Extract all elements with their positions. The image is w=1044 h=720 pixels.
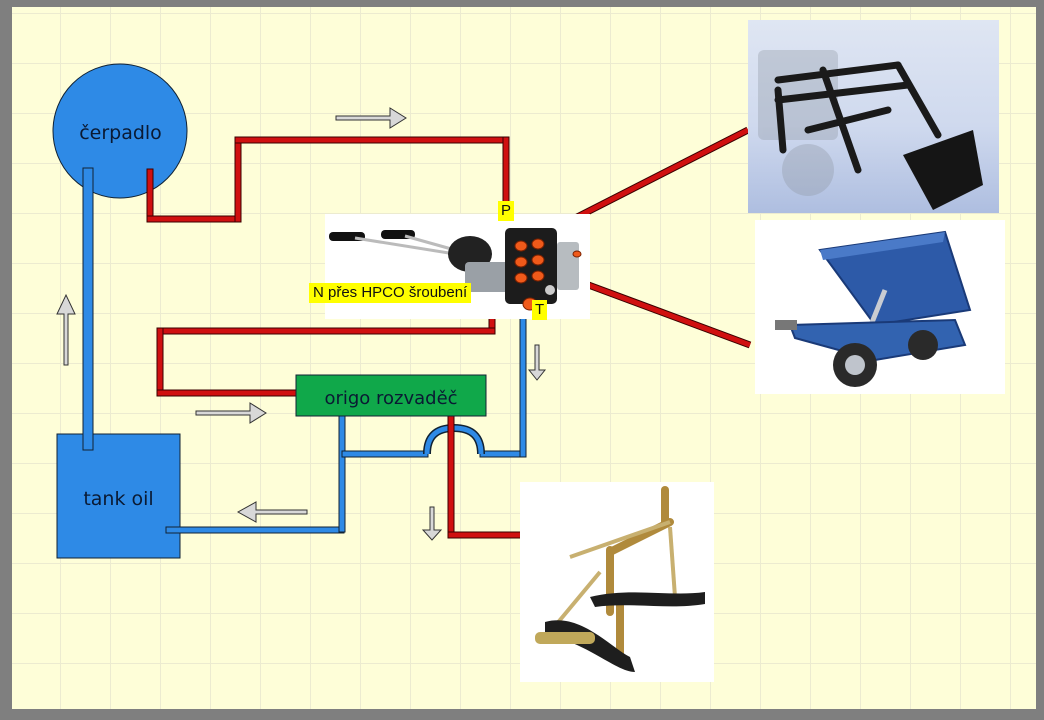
diagram-canvas: čerpadlo tank oil origo rozvaděč: [12, 7, 1036, 709]
pump-riser: [234, 136, 242, 223]
front-loader-icon: [758, 50, 983, 210]
pump-top-horizontal: [234, 136, 510, 144]
port-p-label: P: [498, 201, 515, 221]
valve-p-pipe: [502, 136, 510, 208]
valve-t-pipe: [519, 304, 527, 458]
front-loader-photo[interactable]: [748, 20, 999, 213]
origo-out-pipe: [447, 415, 455, 539]
pump-out-horizontal: [146, 215, 242, 223]
origo-valve-box[interactable]: [295, 374, 487, 417]
connection-note: N přes HPCO šroubení: [309, 283, 472, 303]
n-left-vertical: [156, 327, 164, 397]
arrow-right-icon: [335, 107, 407, 129]
tipping-trailer-icon: [775, 230, 972, 387]
return-horizontal-left: [341, 450, 429, 458]
pipe-layer: [52, 63, 752, 559]
return-lines: [82, 167, 527, 534]
n-to-origo: [156, 389, 298, 397]
tank-rect[interactable]: [56, 433, 181, 559]
monoblock-valve-icon: [329, 228, 582, 311]
port-t-label: T: [532, 300, 548, 320]
valve-photo[interactable]: [325, 214, 590, 319]
n-top-horizontal: [156, 327, 496, 335]
origo-return-vertical: [338, 415, 346, 533]
flow-arrows: [56, 107, 547, 541]
arrow-down-icon: [421, 506, 443, 541]
pump-out-pipe: [146, 168, 154, 223]
pump-circle[interactable]: [52, 63, 188, 199]
pressure-lines: [146, 136, 523, 539]
hitch-feed-pipe: [447, 531, 523, 539]
tank-return-pipe: [165, 526, 345, 534]
tipping-trailer-photo[interactable]: [755, 220, 1005, 394]
arrow-right-icon: [195, 402, 267, 424]
suction-pipe: [82, 167, 94, 451]
arrow-up-icon: [56, 293, 76, 366]
return-horizontal-right: [479, 450, 527, 458]
three-point-hitch-photo[interactable]: [520, 482, 714, 682]
arrow-left-icon: [236, 501, 308, 523]
three-point-hitch-icon: [535, 486, 705, 672]
arrow-down-icon: [527, 344, 547, 381]
